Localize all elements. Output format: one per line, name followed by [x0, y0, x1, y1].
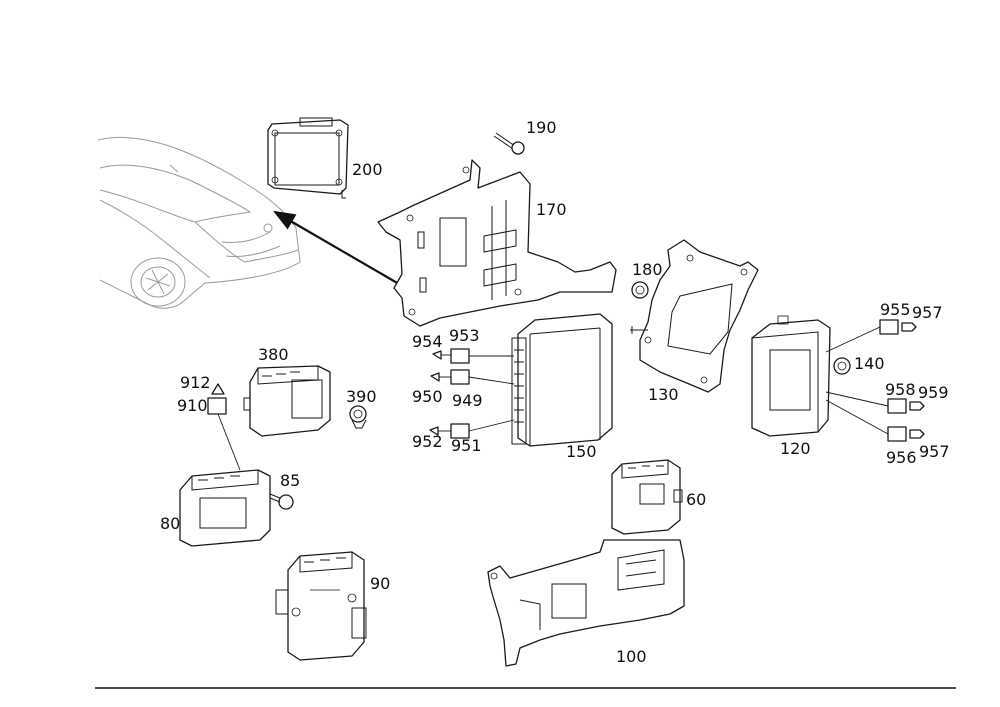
label-150: 150 [566, 442, 597, 461]
connectors-right [825, 319, 925, 442]
label-951: 951 [451, 436, 482, 455]
label-390: 390 [346, 387, 377, 406]
label-140: 140 [854, 354, 885, 373]
label-952: 952 [412, 432, 443, 451]
label-956: 956 [886, 448, 917, 467]
label-80: 80 [160, 514, 180, 533]
label-954: 954 [412, 332, 443, 351]
nut-180 [631, 281, 649, 299]
label-100: 100 [616, 647, 647, 666]
module-380 [243, 365, 331, 437]
module-120 [751, 315, 831, 437]
label-958: 958 [885, 380, 916, 399]
nut-390 [349, 405, 367, 429]
label-957-top: 957 [912, 303, 943, 322]
module-200 [267, 117, 349, 199]
label-953: 953 [449, 326, 480, 345]
module-60 [611, 459, 683, 535]
part-labels: 190 200 170 180 955 957 954 953 380 140 … [160, 118, 950, 666]
bracket-170 [377, 159, 617, 327]
label-200: 200 [352, 160, 383, 179]
label-170: 170 [536, 200, 567, 219]
screw-85 [269, 493, 294, 510]
label-912: 912 [180, 373, 211, 392]
label-955: 955 [880, 300, 911, 319]
bracket-100 [487, 539, 685, 667]
label-950: 950 [412, 387, 443, 406]
vehicle-outline [97, 136, 301, 309]
location-arrow [273, 210, 400, 285]
connectors-80 [207, 383, 241, 471]
module-150 [511, 313, 613, 447]
label-380: 380 [258, 345, 289, 364]
label-949: 949 [452, 391, 483, 410]
label-910: 910 [177, 396, 208, 415]
connectors-left [429, 348, 515, 439]
label-85: 85 [280, 471, 300, 490]
label-959: 959 [918, 383, 949, 402]
bolt-190 [493, 132, 525, 155]
label-130: 130 [648, 385, 679, 404]
bracket-130 [630, 239, 759, 393]
label-60: 60 [686, 490, 706, 509]
label-180: 180 [632, 260, 663, 279]
label-120: 120 [780, 439, 811, 458]
label-90: 90 [370, 574, 390, 593]
nut-140 [833, 357, 851, 375]
label-190: 190 [526, 118, 557, 137]
module-90 [275, 551, 367, 661]
module-80 [179, 469, 271, 547]
label-957-bottom: 957 [919, 442, 950, 461]
